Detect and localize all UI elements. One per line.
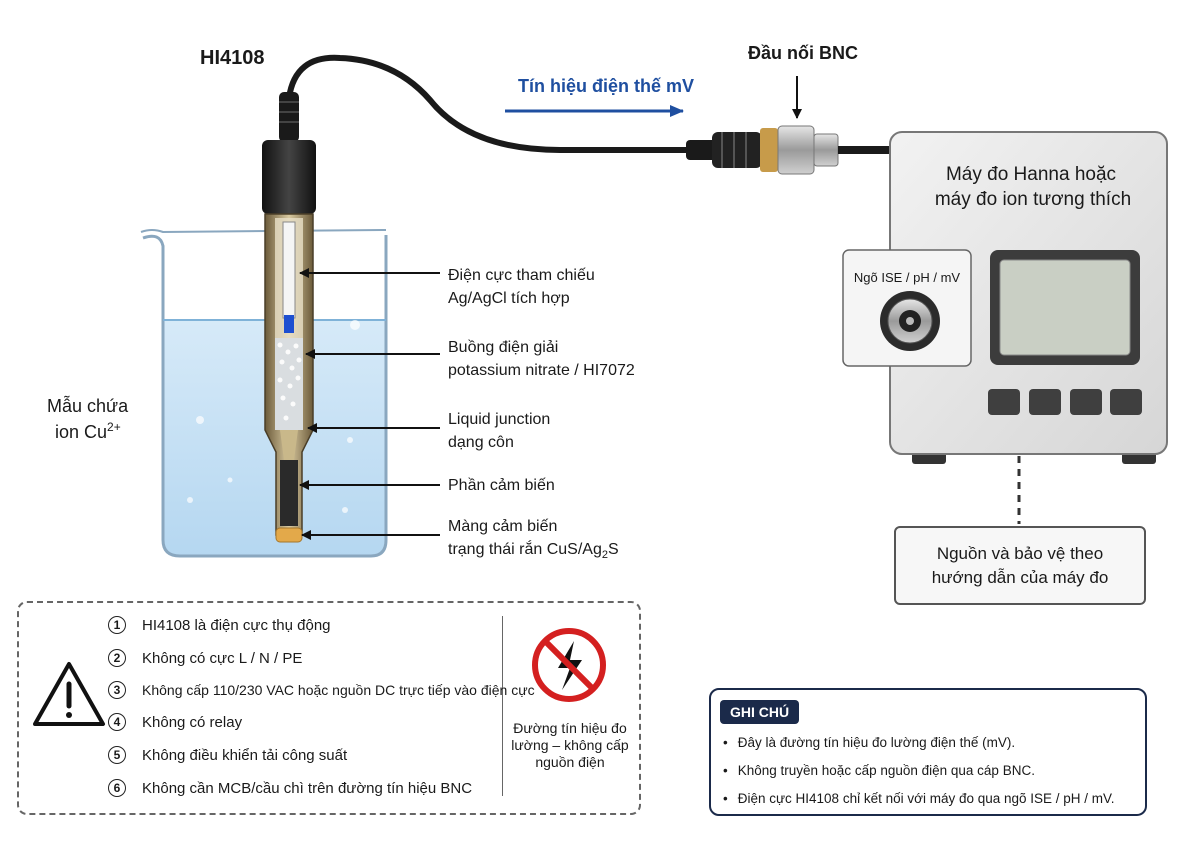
- note-item: Đây là đường tín hiệu đo lường điện thế …: [723, 735, 1015, 750]
- signal-label: Tín hiệu điện thế mV: [518, 76, 694, 96]
- power-box-line1: Nguồn và bảo vệ theo: [936, 543, 1104, 563]
- bnc-connector: [686, 125, 894, 175]
- no-power-caption: Đường tín hiệu đo lường – không cấp nguồ…: [511, 720, 629, 770]
- warning-item: 3 Không cấp 110/230 VAC hoặc nguồn DC tr…: [108, 677, 535, 703]
- meter-title-line2: máy đo ion tương thích: [935, 189, 1131, 210]
- probe-callouts: [299, 268, 440, 540]
- warning-item: 4 Không có relay: [108, 709, 242, 735]
- note-item: Điện cực HI4108 chỉ kết nối với máy đo q…: [723, 791, 1115, 806]
- notes-panel: GHI CHÚ Đây là đường tín hiệu đo lường đ…: [709, 688, 1147, 816]
- warning-text: Không cấp 110/230 VAC hoặc nguồn DC trực…: [142, 682, 535, 698]
- label-chamber-line2: potassium nitrate / HI7072: [448, 362, 635, 379]
- warning-number-badge: 6: [108, 779, 126, 797]
- warning-item: 6 Không cần MCB/cầu chì trên đường tín h…: [108, 775, 472, 801]
- probe-model-label: HI4108: [200, 47, 265, 69]
- sample-label-line1: Mẫu chứa: [47, 395, 129, 416]
- label-membrane-line1: Màng cảm biến: [448, 518, 557, 535]
- notes-title: GHI CHÚ: [720, 700, 800, 724]
- label-reference-line1: Điện cực tham chiếu: [448, 267, 595, 284]
- warning-item: 2 Không có cực L / N / PE: [108, 645, 302, 671]
- warning-item: 1 HI4108 là điện cực thụ động: [108, 612, 331, 638]
- beaker: [140, 229, 388, 558]
- label-sensor: Phần cảm biến: [448, 477, 555, 494]
- label-chamber-line1: Buồng điện giải: [448, 339, 558, 356]
- warning-text: Không có cực L / N / PE: [142, 649, 303, 667]
- bnc-label: Đầu nối BNC: [748, 43, 858, 63]
- warning-text: Không cần MCB/cầu chì trên đường tín hiệ…: [142, 779, 473, 797]
- label-junction-line2: dạng côn: [448, 434, 514, 451]
- ion-meter: [842, 131, 1168, 464]
- warning-text: Không có relay: [142, 713, 243, 731]
- power-protection-box: Nguồn và bảo vệ theo hướng dẫn của máy đ…: [894, 526, 1146, 605]
- note-item: Không truyền hoặc cấp nguồn điện qua cáp…: [723, 763, 1035, 778]
- warning-number-badge: 3: [108, 681, 126, 699]
- warning-number-badge: 5: [108, 746, 126, 764]
- warning-triangle-icon: [33, 662, 105, 726]
- probe-cable: [286, 54, 693, 153]
- warning-text: Không điều khiển tải công suất: [142, 746, 348, 764]
- warning-panel-divider: [502, 616, 503, 796]
- label-junction-line1: Liquid junction: [448, 411, 550, 428]
- sample-label-line2: ion Cu2+: [55, 420, 121, 442]
- no-power-icon: [532, 628, 606, 702]
- warning-item: 5 Không điều khiển tải công suất: [108, 742, 347, 768]
- label-membrane-line2: trạng thái rắn CuS/Ag2S: [448, 539, 619, 561]
- meter-port-label: Ngõ ISE / pH / mV: [854, 270, 961, 285]
- warning-number-badge: 2: [108, 649, 126, 667]
- label-reference-line2: Ag/AgCl tích hợp: [448, 290, 570, 307]
- warning-panel: [17, 601, 641, 815]
- warning-number-badge: 1: [108, 616, 126, 634]
- warning-number-badge: 4: [108, 713, 126, 731]
- meter-title-line1: Máy đo Hanna hoặc: [946, 164, 1116, 185]
- warning-text: HI4108 là điện cực thụ động: [142, 616, 331, 634]
- power-box-line2: hướng dẫn của máy đo: [931, 567, 1109, 587]
- hi4108-probe: [262, 92, 316, 543]
